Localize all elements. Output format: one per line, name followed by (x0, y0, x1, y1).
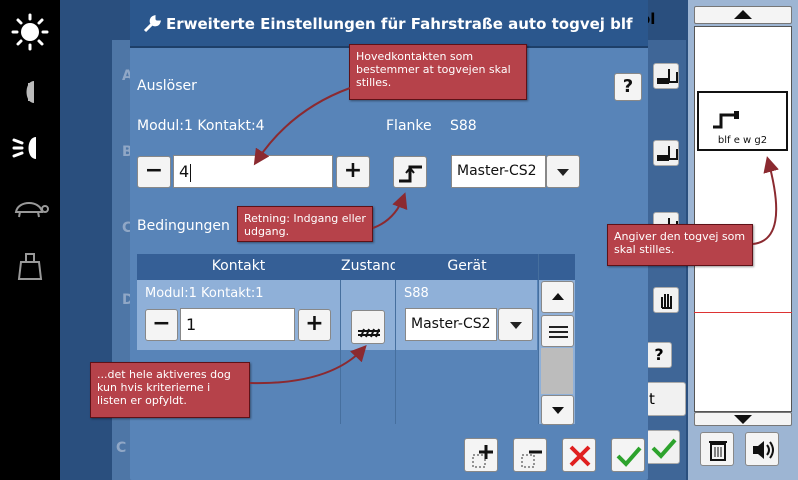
row-device-select[interactable]: Master-CS2 (405, 308, 497, 341)
table-scroll-up[interactable] (541, 281, 574, 313)
track-turnout-icon (713, 111, 739, 129)
close-icon (569, 445, 591, 467)
modul-kontakt-label: Modul:1 Kontakt:4 (137, 118, 265, 134)
table-header: Kontakt Zustand Gerät (137, 254, 575, 280)
row-minus-button[interactable]: − (145, 309, 178, 341)
route-tile[interactable]: blf e w g2 (697, 91, 788, 151)
weight-icon[interactable] (10, 246, 50, 286)
headlight-icon[interactable] (10, 128, 50, 168)
contact-input-value: 4 (179, 162, 190, 181)
low-beam-icon[interactable] (10, 72, 50, 112)
wrench-icon (143, 14, 162, 33)
track-canvas[interactable] (694, 26, 792, 412)
col-divider (395, 280, 396, 424)
table-menu-button[interactable] (541, 315, 574, 347)
scroll-up-button[interactable] (694, 6, 792, 24)
check-icon (616, 446, 642, 467)
row-state-button[interactable] (351, 310, 385, 344)
track-line (694, 312, 792, 313)
cancel-button[interactable] (562, 438, 596, 472)
dialog-title: Erweiterte Einstellungen für Fahrstraße … (166, 15, 633, 33)
left-toolbar (0, 0, 60, 480)
light-on-icon[interactable] (10, 12, 50, 52)
menu-icon (549, 326, 568, 338)
row-plus-button[interactable]: + (298, 309, 331, 341)
contact-input[interactable]: 4 (173, 155, 333, 188)
hand-loco-icon[interactable] (653, 63, 679, 89)
row-contact-input[interactable]: 1 (180, 308, 295, 341)
flanke-label: Flanke (386, 118, 432, 134)
col-geraet: Gerät (447, 258, 487, 274)
col-divider (538, 254, 539, 424)
row-device-dropdown[interactable] (498, 308, 533, 341)
add-row-button[interactable] (464, 438, 498, 472)
col-divider (340, 280, 341, 424)
col-zustand: Zustand (341, 258, 395, 274)
device-select[interactable]: Master-CS2 (451, 155, 546, 188)
bg-help-button[interactable]: ? (646, 342, 672, 368)
device-select-dropdown[interactable] (546, 155, 580, 188)
callout-criteria: ...det hele aktiveres dog kun hvis krite… (90, 362, 250, 418)
bg-letter-b: B (122, 144, 133, 160)
route-label: blf e w g2 (717, 135, 768, 146)
conditions-label: Bedingungen (137, 218, 230, 234)
trigger-label: Auslöser (137, 78, 197, 94)
edge-toggle-button[interactable] (393, 156, 427, 188)
add-row-icon (472, 445, 493, 468)
dialog-title-bar: Erweiterte Einstellungen für Fahrstraße … (130, 0, 648, 48)
sound-button[interactable] (745, 432, 779, 466)
callout-direction: Retning: Indgang eller udgang. (237, 206, 373, 242)
bg-letter-d: D (122, 292, 134, 308)
remove-row-button[interactable] (513, 438, 547, 472)
contact-plus-button[interactable]: + (336, 156, 370, 188)
ok-button[interactable] (611, 438, 645, 472)
bg-letter-c2: C (116, 440, 127, 456)
row-s88-label: S88 (404, 286, 429, 301)
callout-route: Angiver den togvej som skal stilles. (607, 224, 753, 266)
speaker-icon (753, 441, 774, 459)
table-scroll-down[interactable] (541, 395, 574, 425)
help-button[interactable]: ? (614, 73, 642, 101)
hand-icon[interactable] (653, 287, 679, 313)
remove-row-icon (521, 450, 542, 468)
scroll-down-button[interactable] (694, 412, 792, 426)
scroll-thumb[interactable] (541, 348, 573, 394)
bg-letter-c: C (122, 220, 133, 236)
bg-ok-button[interactable] (646, 430, 680, 464)
rising-edge-icon (399, 165, 422, 183)
row-modul-kontakt: Modul:1 Kontakt:1 (145, 286, 264, 301)
col-kontakt: Kontakt (211, 258, 266, 274)
turtle-icon[interactable] (10, 188, 50, 228)
hand-loco-icon[interactable] (653, 140, 679, 166)
trash-icon (709, 441, 727, 461)
track-occupied-icon (358, 328, 380, 338)
delete-button[interactable] (700, 432, 734, 466)
bg-letter-a: A (122, 68, 133, 84)
contact-minus-button[interactable]: − (137, 156, 171, 188)
s88-label: S88 (450, 118, 477, 134)
callout-main-contact: Hovedkontakten som bestemmer at togvejen… (349, 44, 527, 100)
bg-partial-button[interactable]: t (646, 382, 686, 416)
